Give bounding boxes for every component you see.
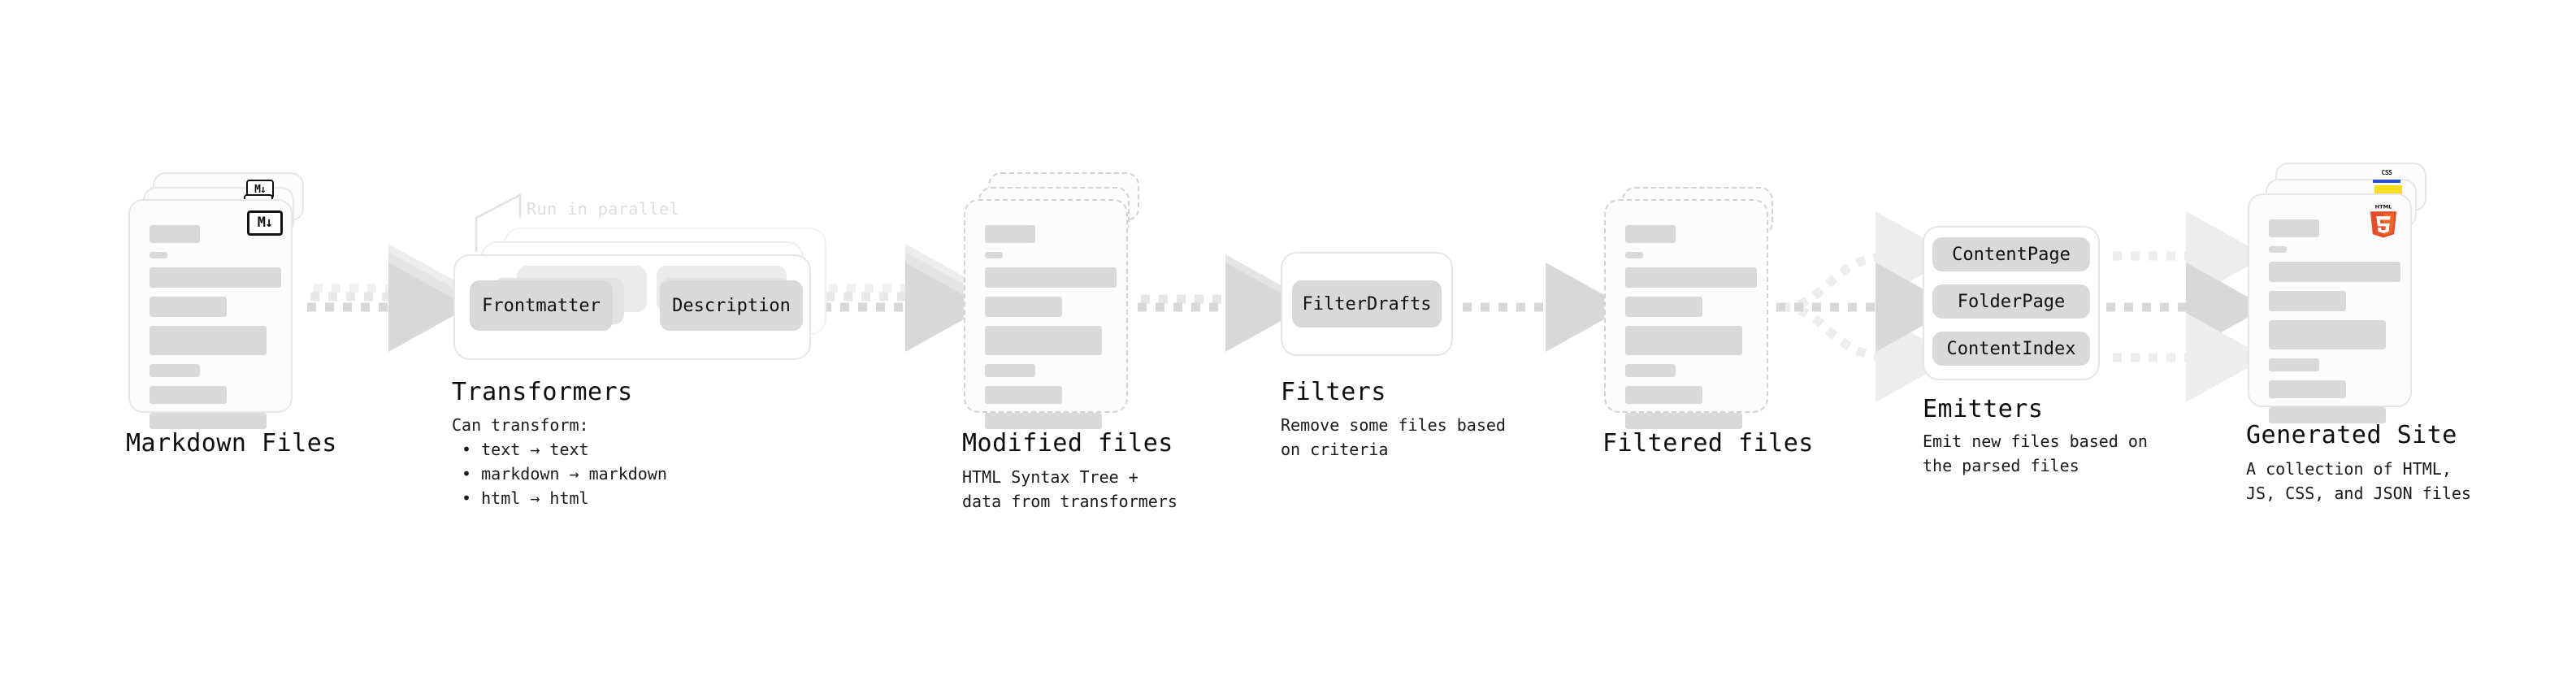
arrow-emitters-to-site: [2106, 211, 2266, 402]
skel-bar: [2269, 320, 2386, 349]
svg-text:HTML: HTML: [2375, 204, 2392, 210]
emitters-chip-folderpage[interactable]: FolderPage: [1932, 284, 2090, 319]
skel-bar: [150, 267, 281, 288]
site-subtitle: A collection of HTML, JS, CSS, and JSON …: [2246, 459, 2471, 503]
skel-bar: [1625, 364, 1676, 377]
skel-bar: [150, 413, 267, 429]
arrow-filtered-to-emitters: [1776, 211, 1956, 402]
skel-bar: [2269, 219, 2319, 237]
skel-bar: [985, 386, 1062, 404]
emitters-chip-contentindex[interactable]: ContentIndex: [1932, 332, 2090, 366]
filtered-skeleton: [1625, 225, 1757, 438]
filtered-card[interactable]: [1604, 199, 1768, 429]
emitters-chip-contentpage[interactable]: ContentPage: [1932, 237, 2090, 271]
filters-subtitle: Remove some files based on criteria: [1281, 415, 1506, 459]
site-card[interactable]: HTML: [2248, 193, 2412, 423]
skel-bar: [1625, 252, 1643, 258]
run-in-parallel-label: Run in parallel: [527, 199, 680, 219]
site-title: Generated Site: [2246, 421, 2457, 449]
skel-bar: [985, 267, 1117, 288]
modified-title: Modified files: [962, 429, 1173, 458]
skel-bar: [2269, 358, 2319, 371]
skel-bar: [2269, 262, 2400, 282]
filters-chip-filterdrafts[interactable]: FilterDrafts: [1292, 280, 1442, 327]
transformers-subtitle: Can transform: • text → text • markdown …: [452, 415, 667, 508]
skel-bar: [985, 225, 1035, 243]
emitters-title: Emitters: [1923, 395, 2044, 423]
transformer-chip-description[interactable]: Description: [660, 280, 803, 331]
filters-title: Filters: [1281, 378, 1386, 406]
site-skeleton: [2269, 219, 2400, 432]
skel-bar: [1625, 413, 1742, 429]
skel-bar: [985, 297, 1062, 317]
skel-bar: [150, 386, 227, 404]
modified-skeleton: [985, 225, 1117, 438]
skel-bar: [2269, 246, 2287, 253]
skel-bar: [985, 364, 1035, 377]
modified-card[interactable]: [964, 199, 1128, 429]
skel-bar: [985, 413, 1102, 429]
skel-bar: [1625, 267, 1757, 288]
markdown-icon: M↓: [247, 210, 283, 236]
emitters-subtitle: Emit new files based on the parsed files: [1923, 432, 2148, 475]
markdown-card[interactable]: M↓: [128, 199, 293, 429]
skel-bar: [1625, 225, 1676, 243]
skel-bar: [150, 297, 227, 317]
transformer-chip-frontmatter[interactable]: Frontmatter: [470, 280, 613, 331]
skel-bar: [150, 252, 167, 258]
skel-bar: [150, 364, 200, 377]
skel-bar: [2269, 407, 2386, 423]
skel-bar: [1625, 326, 1742, 355]
skel-bar: [150, 326, 267, 355]
modified-subtitle: HTML Syntax Tree + data from transformer…: [962, 467, 1177, 511]
skel-bar: [2269, 380, 2346, 398]
skel-bar: [1625, 297, 1702, 317]
skel-bar: [985, 252, 1003, 258]
markdown-title: Markdown Files: [126, 429, 337, 458]
skel-bar: [985, 326, 1102, 355]
filtered-title: Filtered files: [1602, 429, 1814, 458]
arrow-markdown-to-transformers: [307, 244, 469, 352]
skel-bar: [1625, 386, 1702, 404]
transformers-title: Transformers: [452, 378, 633, 406]
skel-bar: [2269, 291, 2346, 311]
arrow-modified-to-filters: [1138, 254, 1306, 352]
html5-icon: HTML: [2368, 203, 2399, 239]
css-icon: CSS: [2373, 169, 2400, 183]
markdown-skeleton: [150, 225, 281, 438]
skel-bar: [150, 225, 200, 243]
arrow-transformers-to-modified: [822, 244, 986, 352]
